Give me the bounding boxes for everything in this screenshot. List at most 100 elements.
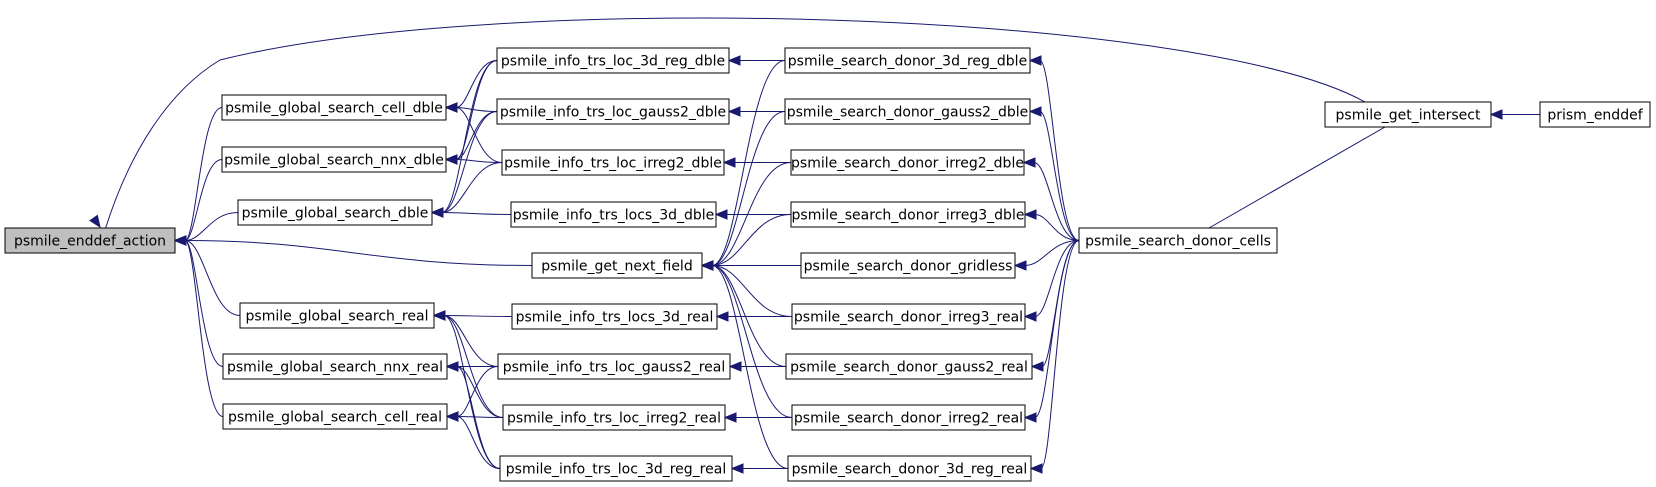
edge-sd_irreg2_dble-to-get_next_field [711,162,792,266]
node-sd_irreg3_dble[interactable]: psmile_search_donor_irreg3_dble [790,201,1026,228]
node-label: prism_enddef [1547,108,1643,124]
node-gs_nnx_dble[interactable]: psmile_global_search_nnx_dble [221,146,447,173]
node-gs_dble[interactable]: psmile_global_search_dble [237,199,433,226]
arrowhead-sd_cells-to-sd_gauss2_dble [1028,106,1042,117]
edge-gs_nnx_real-to-root [184,240,224,367]
node-info_gauss2_real[interactable]: psmile_info_trs_loc_gauss2_real [497,353,731,380]
node-info_irreg2_real[interactable]: psmile_info_trs_loc_irreg2_real [502,404,726,431]
edge-sd_irreg3_real-to-get_next_field [711,265,793,317]
edge-sd_cells-to-sd_gridless [1024,240,1080,266]
node-info_gauss2_dble[interactable]: psmile_info_trs_loc_gauss2_dble [496,98,730,125]
edge-sd_cells-to-sd_irreg3_real [1034,240,1080,317]
arrowhead-sd_3d_reg_dble-to-info_3d_reg_dble [727,55,741,66]
edge-info_3d_reg_real-to-gs_nnx_real [456,366,501,469]
node-box [785,353,1033,380]
node-info_irreg2_dble[interactable]: psmile_info_trs_loc_irreg2_dble [501,149,725,176]
node-gs_cell_dble[interactable]: psmile_global_search_cell_dble [221,94,447,121]
edge-sd_gauss2_dble-to-get_next_field [711,111,786,266]
node-sd_gauss2_real[interactable]: psmile_search_donor_gauss2_real [785,353,1033,380]
node-info_3d_reg_dble[interactable]: psmile_info_trs_loc_3d_reg_dble [496,47,730,74]
node-label: psmile_search_donor_gridless [804,259,1013,275]
arrowhead-sd_cells-to-sd_irreg2_dble [1022,157,1036,168]
node-label: psmile_search_donor_3d_reg_dble [788,54,1027,70]
node-sd_irreg3_real[interactable]: psmile_search_donor_irreg3_real [791,303,1026,330]
node-sd_irreg2_real[interactable]: psmile_search_donor_irreg2_real [791,404,1026,431]
edge-sd_cells-to-sd_3d_reg_dble [1039,60,1080,241]
edge-sd_cells-to-sd_3d_reg_real [1040,240,1080,469]
node-label: psmile_global_search_cell_real [228,410,442,426]
node-sd_gauss2_dble[interactable]: psmile_search_donor_gauss2_dble [784,98,1031,125]
node-info_3d_reg_real[interactable]: psmile_info_trs_loc_3d_reg_real [499,455,733,482]
node-box [496,47,730,74]
node-label: psmile_enddef_action [14,234,166,250]
edge-sd_cells-to-sd_gauss2_dble [1039,111,1080,241]
edge-sd_cells-to-get_intersect [1208,126,1386,229]
node-box [791,404,1026,431]
arrowhead-info_irreg2_dble-to-gs_cell_dble [444,102,458,113]
arrowhead-prism_enddef-to-get_intersect [1489,109,1503,120]
edge-sd_cells-to-sd_irreg3_dble [1034,214,1080,241]
node-info_locs_3d_real[interactable]: psmile_info_trs_locs_3d_real [511,303,718,330]
edge-info_3d_reg_real-to-gs_real [443,315,501,469]
node-get_next_field[interactable]: psmile_get_next_field [531,252,703,279]
edge-gs_nnx_dble-to-root [184,159,223,241]
node-sd_gridless[interactable]: psmile_search_donor_gridless [800,252,1016,279]
node-label: psmile_global_search_nnx_dble [224,153,444,169]
node-box [502,404,726,431]
node-label: psmile_global_search_cell_dble [225,101,443,117]
node-box [496,98,730,125]
node-label: psmile_search_donor_irreg2_real [794,411,1023,427]
edge-info_irreg2_real-to-gs_nnx_real [456,366,504,418]
arrowhead-info_irreg2_dble-to-gs_nnx_dble [444,154,458,165]
edge-sd_cells-to-sd_irreg2_real [1034,240,1080,418]
node-label: psmile_info_trs_loc_3d_reg_dble [501,54,725,70]
arrowhead-sd_3d_reg_real-to-get_next_field [700,260,714,271]
node-box [800,252,1016,279]
arrowhead-info_3d_reg_real-to-gs_real [432,310,446,321]
node-label: psmile_search_donor_irreg2_dble [791,156,1024,172]
edge-info_locs_3d_real-to-gs_real [443,315,513,317]
node-sd_cells[interactable]: psmile_search_donor_cells [1078,227,1278,254]
arrowhead-sd_cells-to-sd_gridless [1013,260,1027,271]
arrowhead-get_intersect-to-root [89,214,101,229]
node-label: psmile_get_intersect [1336,108,1481,124]
node-info_locs_3d_dble[interactable]: psmile_info_trs_locs_3d_dble [510,201,717,228]
arrowhead-info_locs_3d_dble-to-gs_dble [430,207,444,218]
arrowhead-sd_irreg2_real-to-info_irreg2_real [723,412,737,423]
node-gs_nnx_real[interactable]: psmile_global_search_nnx_real [222,353,448,380]
node-sd_3d_reg_dble[interactable]: psmile_search_donor_3d_reg_dble [784,47,1031,74]
node-box [4,227,176,254]
node-gs_real[interactable]: psmile_global_search_real [239,302,435,329]
node-box [787,455,1032,482]
node-label: psmile_search_donor_3d_reg_real [792,462,1028,478]
node-gs_cell_real[interactable]: psmile_global_search_cell_real [222,403,448,430]
arrowhead-sd_irreg3_real-to-info_locs_3d_real [715,311,729,322]
node-box [511,303,718,330]
node-prism_enddef[interactable]: prism_enddef [1539,101,1651,128]
node-box [1324,101,1492,128]
node-sd_3d_reg_real[interactable]: psmile_search_donor_3d_reg_real [787,455,1032,482]
arrowhead-sd_cells-to-sd_3d_reg_real [1029,463,1043,474]
edge-sd_3d_reg_dble-to-get_next_field [711,60,786,266]
node-box [222,353,448,380]
edge-info_irreg2_real-to-gs_cell_real [456,416,504,418]
arrowhead-sd_cells-to-sd_irreg2_real [1023,412,1037,423]
arrowhead-sd_cells-to-sd_3d_reg_dble [1028,55,1042,66]
node-box [510,201,717,228]
edge-gs_dble-to-root [184,212,239,241]
node-label: psmile_global_search_nnx_real [227,360,443,376]
node-box [531,252,703,279]
edge-info_locs_3d_dble-to-gs_dble [441,212,512,215]
node-box [790,149,1025,176]
node-root[interactable]: psmile_enddef_action [4,227,176,254]
edge-info_gauss2_dble-to-gs_dble [441,111,498,213]
edge-sd_cells-to-sd_irreg2_dble [1033,162,1080,241]
node-sd_irreg2_dble[interactable]: psmile_search_donor_irreg2_dble [790,149,1025,176]
node-get_intersect[interactable]: psmile_get_intersect [1324,101,1492,128]
node-box [497,353,731,380]
arrowhead-sd_irreg2_dble-to-info_irreg2_dble [722,157,736,168]
node-label: psmile_search_donor_irreg3_real [794,310,1023,326]
node-box [501,149,725,176]
node-box [784,98,1031,125]
